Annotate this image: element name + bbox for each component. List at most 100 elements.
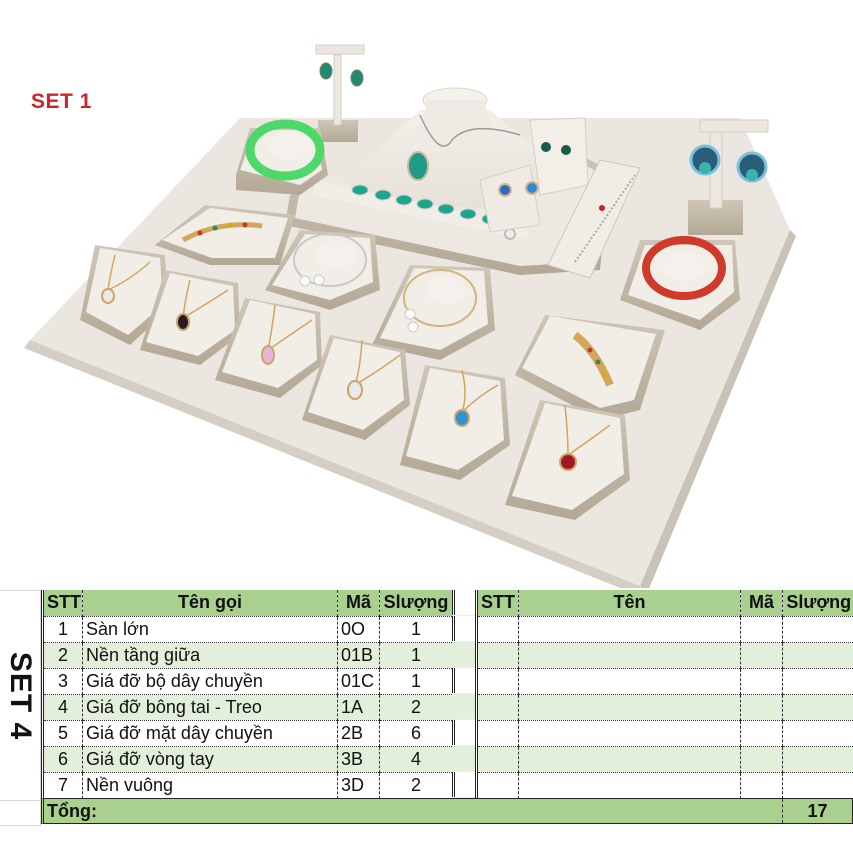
cell-code: [740, 746, 783, 773]
cell-stt: [476, 720, 519, 747]
table-row: 1 Sàn lớn 0O 1: [42, 616, 454, 643]
cell-name: Sàn lớn: [82, 616, 338, 643]
table-row: [476, 746, 853, 773]
table-row: [476, 694, 853, 721]
cell-stt: 5: [42, 720, 83, 747]
table-row: [476, 616, 853, 643]
earring-tree-right: [688, 119, 769, 235]
parts-table-header: STT Tên gọi Mã Slượng: [42, 590, 454, 617]
table-row: 6 Giá đỡ vòng tay 3B 4: [42, 746, 454, 773]
long-bracelet-stand: [547, 159, 641, 279]
cell-stt: [476, 746, 519, 773]
header-name: Tên: [518, 590, 741, 617]
cell-code: 1A: [337, 694, 380, 721]
side-foot-cell: [0, 800, 41, 826]
cell-name: Giá đỡ vòng tay: [82, 746, 338, 773]
header-name: Tên gọi: [82, 590, 338, 617]
header-stt: STT: [42, 590, 83, 617]
cell-name: [518, 720, 741, 747]
cell-stt: [476, 642, 519, 669]
pendant-stand-6: [505, 400, 630, 520]
table-row: [476, 720, 853, 747]
cell-code: [740, 668, 783, 695]
cell-name: Nền vuông: [82, 772, 338, 799]
pearl-bangle-stand-1: [265, 230, 380, 310]
cell-stt: 7: [42, 772, 83, 799]
cell-qty: 1: [379, 668, 454, 695]
cell-code: 3D: [337, 772, 380, 799]
cell-code: [740, 642, 783, 669]
cell-code: [740, 694, 783, 721]
brooch-tray-right: [515, 315, 665, 420]
table-row: [476, 642, 853, 669]
table-row: [476, 772, 853, 799]
cell-qty: [782, 772, 853, 799]
table-row: 4 Giá đỡ bông tai - Treo 1A 2: [42, 694, 454, 721]
header-qty: Slượng: [782, 590, 853, 617]
table-row: 2 Nền tầng giữa 01B 1: [42, 642, 454, 669]
parts-table-secondary-header: STT Tên Mã Slượng: [476, 590, 853, 617]
header-stt: STT: [476, 590, 519, 617]
cell-stt: [476, 668, 519, 695]
set-1-label: SET 1: [31, 90, 92, 113]
cell-code: [740, 720, 783, 747]
parts-sheet: SET 4 STT Tên gọi Mã Slượng 1 Sàn lớn 0O…: [0, 590, 853, 826]
set-4-label-cell: SET 4: [0, 590, 41, 800]
cell-stt: 1: [42, 616, 83, 643]
pendant-stand-3: [215, 298, 322, 398]
cell-qty: 2: [379, 772, 454, 799]
cell-stt: [476, 616, 519, 643]
cell-code: 0O: [337, 616, 380, 643]
ring-earring-stand: [479, 117, 589, 233]
cell-name: [518, 694, 741, 721]
cell-code: 01B: [337, 642, 380, 669]
cell-qty: 1: [379, 616, 454, 643]
total-value: 17: [782, 799, 852, 823]
cell-name: Nền tầng giữa: [82, 642, 338, 669]
cell-stt: 6: [42, 746, 83, 773]
set-4-label: SET 4: [4, 651, 37, 740]
pendant-stand-5: [400, 365, 510, 480]
cell-code: [740, 772, 783, 799]
spacer-column: [452, 590, 475, 800]
cell-code: 2B: [337, 720, 380, 747]
cell-name: Giá đỡ bông tai - Treo: [82, 694, 338, 721]
table-row: 5 Giá đỡ mặt dây chuyền 2B 6: [42, 720, 454, 747]
cell-qty: 1: [379, 642, 454, 669]
cell-qty: 2: [379, 694, 454, 721]
cell-stt: 3: [42, 668, 83, 695]
cell-qty: [782, 668, 853, 695]
cell-name: [518, 642, 741, 669]
parts-table: STT Tên gọi Mã Slượng 1 Sàn lớn 0O 1 2 N…: [41, 590, 455, 799]
cell-name: Giá đỡ mặt dây chuyền: [82, 720, 338, 747]
jade-bangle-stand: [236, 119, 328, 195]
pendant-stand-2: [140, 270, 240, 365]
cell-name: [518, 668, 741, 695]
cell-qty: [782, 694, 853, 721]
cell-name: [518, 772, 741, 799]
cell-qty: 6: [379, 720, 454, 747]
cell-qty: 4: [379, 746, 454, 773]
cell-stt: 2: [42, 642, 83, 669]
cell-name: [518, 746, 741, 773]
cell-qty: [782, 642, 853, 669]
cell-qty: [782, 720, 853, 747]
header-code: Mã: [337, 590, 380, 617]
cell-qty: [782, 746, 853, 773]
cell-qty: [782, 616, 853, 643]
parts-table-secondary: STT Tên Mã Slượng: [475, 590, 853, 799]
cell-name: Giá đỡ bộ dây chuyền: [82, 668, 338, 695]
brooch-tray-left: [155, 205, 295, 265]
table-row: [476, 668, 853, 695]
table-row: 7 Nền vuông 3D 2: [42, 772, 454, 799]
product-photo: [24, 44, 796, 588]
cell-stt: [476, 772, 519, 799]
total-row: Tổng: 17: [41, 798, 853, 824]
cell-code: [740, 616, 783, 643]
cell-stt: [476, 694, 519, 721]
pearl-bangle-stand-2: [372, 265, 495, 360]
table-row: 3 Giá đỡ bộ dây chuyền 01C 1: [42, 668, 454, 695]
red-bangle-stand: [620, 236, 740, 330]
earring-tree-left: [315, 44, 365, 142]
cell-stt: 4: [42, 694, 83, 721]
